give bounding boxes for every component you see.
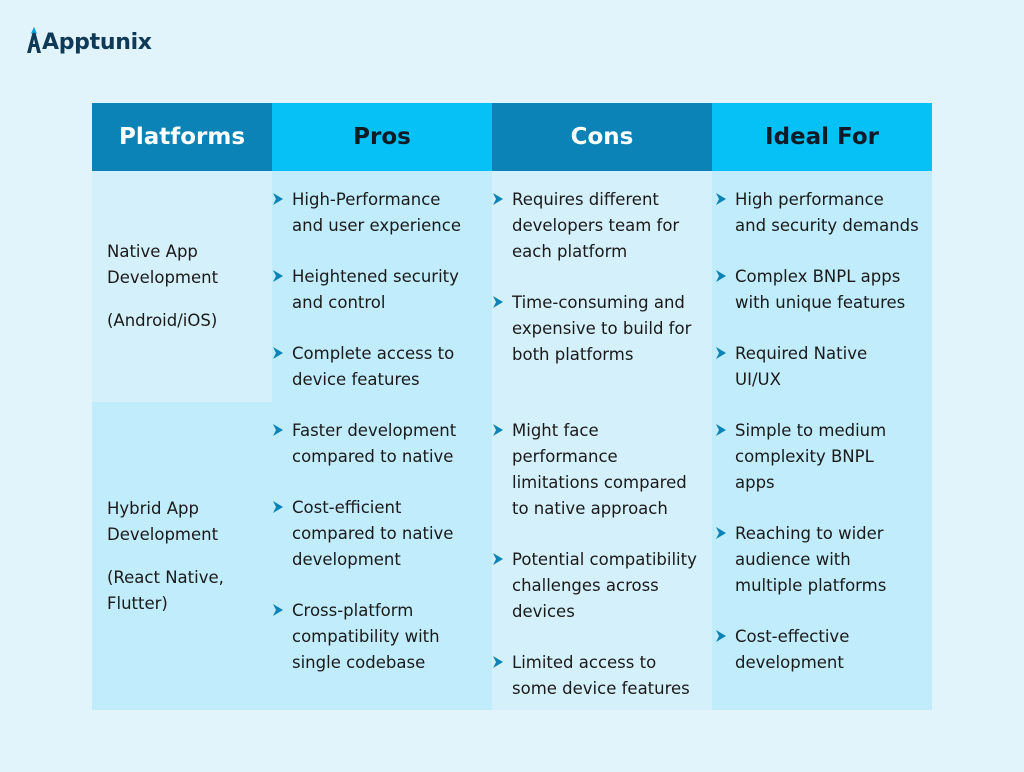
- platform-title: Native App Development: [107, 242, 219, 287]
- list-item-text: Potential compatibility challenges acros…: [512, 550, 697, 621]
- list-item: Cross-platform compatibility with single…: [272, 598, 492, 676]
- chevron-right-icon: [273, 347, 283, 359]
- list-item: Potential compatibility challenges acros…: [492, 547, 712, 625]
- list-item: Time-consuming and expensive to build fo…: [492, 290, 712, 368]
- list-item-text: High performance and security demands: [735, 190, 919, 235]
- chevron-right-icon: [273, 270, 283, 282]
- chevron-right-icon: [493, 553, 503, 565]
- list-item: Reaching to wider audience with multiple…: [715, 521, 932, 599]
- brand-logo: Apptunix: [26, 26, 152, 54]
- list-item-text: Complete access to device features: [292, 344, 455, 389]
- list-item: Complete access to device features: [272, 341, 492, 393]
- list-item: Faster development compared to native: [272, 418, 492, 470]
- header-cons: Cons: [492, 103, 712, 171]
- header-platforms: Platforms: [92, 103, 272, 171]
- list-item-text: Complex BNPL apps with unique features: [735, 267, 906, 312]
- list-item-text: Required Native UI/UX: [735, 344, 868, 389]
- header-ideal-for: Ideal For: [712, 103, 932, 171]
- list-item: Cost-effective development: [715, 624, 932, 676]
- chevron-right-icon: [273, 501, 283, 513]
- chevron-right-icon: [716, 630, 726, 642]
- chevron-right-icon: [716, 270, 726, 282]
- row-native-platform-cell: Native App Development (Android/iOS): [92, 171, 272, 402]
- list-item-text: Simple to medium complexity BNPL apps: [735, 421, 887, 492]
- list-item-text: Faster development compared to native: [292, 421, 457, 466]
- list-item: Heightened security and control: [272, 264, 492, 316]
- chevron-right-icon: [273, 424, 283, 436]
- platform-title: Hybrid App Development: [107, 498, 219, 544]
- chevron-right-icon: [493, 296, 503, 308]
- list-item-text: Limited access to some device features: [512, 653, 690, 698]
- list-item-text: Might face performance limitations compa…: [512, 421, 687, 518]
- list-item-text: Time-consuming and expensive to build fo…: [512, 293, 692, 364]
- chevron-right-icon: [716, 347, 726, 359]
- list-item-text: Heightened security and control: [292, 267, 459, 312]
- list-item: Limited access to some device features: [492, 650, 712, 702]
- row-native-cons-cell: Requires different developers team for e…: [492, 171, 712, 402]
- header-pros: Pros: [272, 103, 492, 171]
- list-item: Required Native UI/UX: [715, 341, 932, 393]
- list-item: High performance and security demands: [715, 187, 932, 239]
- chevron-right-icon: [493, 193, 503, 205]
- list-item: Might face performance limitations compa…: [492, 418, 712, 522]
- list-item-text: Requires different developers team for e…: [512, 190, 680, 261]
- list-item: Cost-efficient compared to native develo…: [272, 495, 492, 573]
- chevron-right-icon: [273, 193, 283, 205]
- brand-name: Apptunix: [42, 30, 152, 55]
- row-hybrid-cons-cell: Might face performance limitations compa…: [492, 402, 712, 710]
- list-item-text: Reaching to wider audience with multiple…: [735, 524, 887, 595]
- list-item-text: High-Performance and user experience: [292, 190, 461, 235]
- chevron-right-icon: [716, 193, 726, 205]
- platform-subtitle: (React Native, Flutter): [107, 567, 224, 613]
- list-item: Complex BNPL apps with unique features: [715, 264, 932, 316]
- chevron-right-icon: [716, 527, 726, 539]
- chevron-right-icon: [273, 604, 283, 616]
- list-item-text: Cost-efficient compared to native develo…: [292, 498, 454, 569]
- cons-list: Might face performance limitations compa…: [492, 402, 712, 702]
- chevron-right-icon: [493, 656, 503, 668]
- list-item-text: Cross-platform compatibility with single…: [292, 601, 440, 672]
- list-item-text: Cost-effective development: [735, 627, 850, 672]
- chevron-right-icon: [493, 424, 503, 436]
- list-item: Simple to medium complexity BNPL apps: [715, 418, 932, 496]
- platform-subtitle: (Android/iOS): [107, 311, 218, 330]
- chevron-right-icon: [716, 424, 726, 436]
- comparison-table: Platforms Pros Cons Ideal For Native App…: [92, 103, 932, 710]
- row-hybrid-platform-cell: Hybrid App Development (React Native, Fl…: [92, 402, 272, 710]
- list-item: High-Performance and user experience: [272, 187, 492, 239]
- list-item: Requires different developers team for e…: [492, 187, 712, 265]
- cons-list: Requires different developers team for e…: [492, 171, 712, 368]
- apptunix-a-logo-icon: [27, 27, 41, 53]
